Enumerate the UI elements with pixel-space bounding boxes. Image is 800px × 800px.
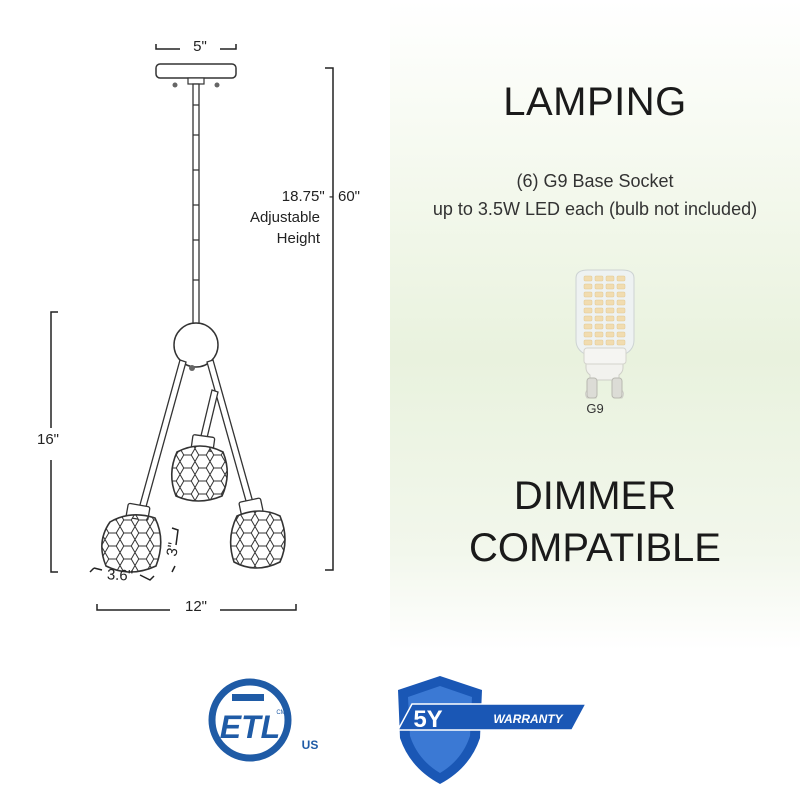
led-chip (605, 339, 615, 346)
etl-cm-text: CM (276, 710, 285, 716)
led-chip (594, 283, 604, 290)
led-chip (616, 307, 626, 314)
led-chip (594, 291, 604, 298)
g9-bulb-image (575, 269, 635, 399)
socket-info-line2: up to 3.5W LED each (bulb not included) (432, 199, 758, 219)
canopy-width-label: 5" (193, 38, 207, 55)
led-chip (583, 307, 593, 314)
shade-width-label: 3.6" (106, 566, 134, 585)
led-chip (605, 315, 615, 322)
dimension-lines (50, 44, 334, 611)
center-hub (173, 322, 219, 368)
led-chip (583, 283, 593, 290)
height-word-label: Height (276, 230, 320, 247)
led-chip (583, 323, 593, 330)
led-chip (616, 315, 626, 322)
led-chip (583, 291, 593, 298)
etl-logo-text: ETL (220, 709, 280, 745)
bulb-type-label: G9 (586, 401, 604, 416)
led-chip (583, 299, 593, 306)
led-chip (616, 323, 626, 330)
led-chip (594, 307, 604, 314)
led-chip (616, 331, 626, 338)
led-chip (605, 291, 615, 298)
led-chip (594, 315, 604, 322)
socket-info-line1: (6) G9 Base Socket (516, 171, 674, 191)
led-chip (583, 331, 593, 338)
led-chip (605, 275, 615, 282)
led-chip (583, 315, 593, 322)
adjustable-label: Adjustable (249, 209, 320, 226)
etl-logo: ETL CM US (208, 678, 319, 762)
led-chip (605, 283, 615, 290)
led-chip (616, 291, 626, 298)
lamping-title: LAMPING (503, 80, 687, 124)
led-chip (583, 275, 593, 282)
dimmer-title-line2: COMPATIBLE (469, 526, 721, 570)
height-range-label: 18.75" - 60" (281, 188, 360, 205)
led-chip (605, 331, 615, 338)
led-chip (583, 339, 593, 346)
stem (192, 83, 200, 325)
led-chip (594, 331, 604, 338)
led-chip (594, 299, 604, 306)
led-chip (605, 307, 615, 314)
warranty-shield-icon: 5Y WARRANTY (396, 676, 588, 784)
warranty-years: 5Y (413, 706, 442, 733)
led-chip (594, 323, 604, 330)
led-chip (616, 283, 626, 290)
led-chip (616, 275, 626, 282)
glass-shades (101, 445, 286, 573)
led-chip (616, 339, 626, 346)
dimmer-title-line1: DIMMER (513, 474, 677, 518)
led-chip (616, 299, 626, 306)
led-chip (594, 339, 604, 346)
led-chip (594, 275, 604, 282)
fixture-height-label: 16" (36, 431, 59, 448)
etl-us-text: US (302, 738, 319, 752)
led-chip (605, 299, 615, 306)
warranty-text: WARRANTY (493, 712, 563, 726)
fixture-width-label: 12" (184, 598, 207, 615)
led-grid (583, 275, 626, 346)
led-chip (605, 323, 615, 330)
